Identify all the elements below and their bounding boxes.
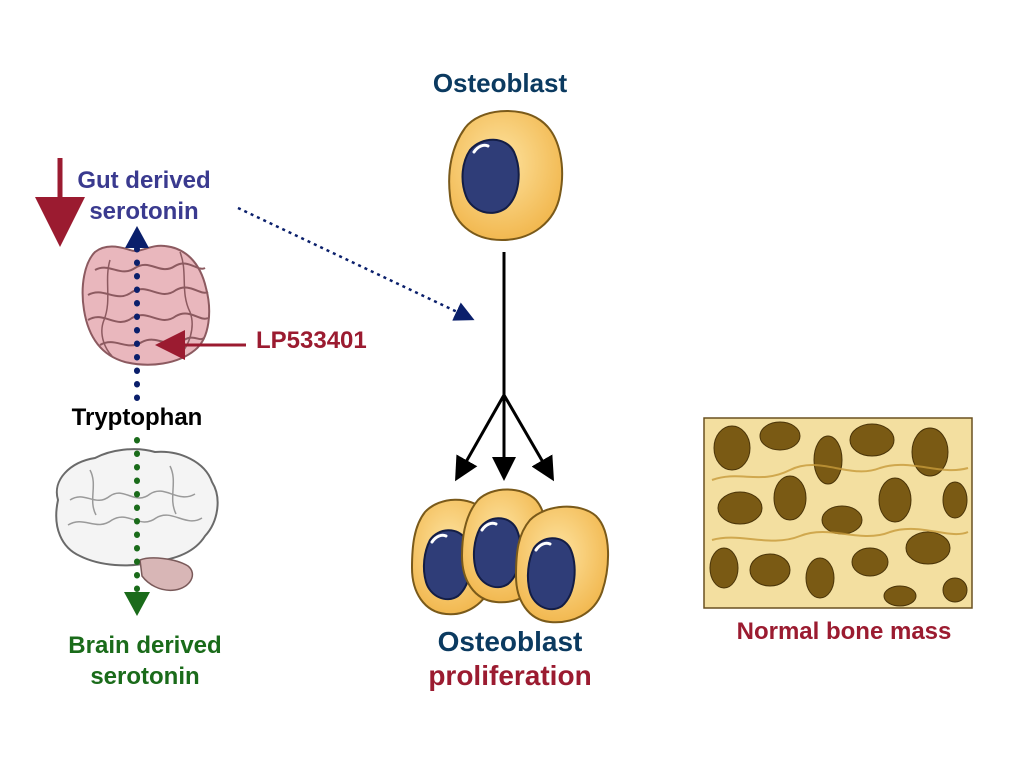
osteoblast-cell-icon [448,110,564,242]
proliferation-label: Osteoblast proliferation [414,625,606,693]
inhibitor-label: LP533401 [256,327,367,354]
gut-serotonin-label: Gut derived serotonin [58,165,230,227]
brain-serotonin-label: Brain derived serotonin [50,630,240,692]
brain-serotonin-line1: Brain derived [68,632,222,659]
proliferation-line2: proliferation [428,660,592,691]
proliferating-cells [410,488,609,624]
bone-mass-label: Normal bone mass [736,618,952,645]
gut-serotonin-line1: Gut derived [77,167,211,194]
intestine-icon [81,244,211,366]
tryptophan-label: Tryptophan [71,404,203,431]
osteoblast-cell-icon [514,505,609,624]
up-arrow-head [125,226,149,248]
gut-serotonin-line2: serotonin [89,198,199,225]
osteoblast-title: Osteoblast [432,68,568,98]
down-arrow-head [124,592,150,616]
proliferation-line1: Osteoblast [437,626,583,657]
brain-serotonin-line2: serotonin [90,663,200,690]
trabecular-bone-icon [703,417,973,609]
serotonin-to-osteoblast-arrow [237,206,475,321]
proliferation-arrows [455,252,555,482]
